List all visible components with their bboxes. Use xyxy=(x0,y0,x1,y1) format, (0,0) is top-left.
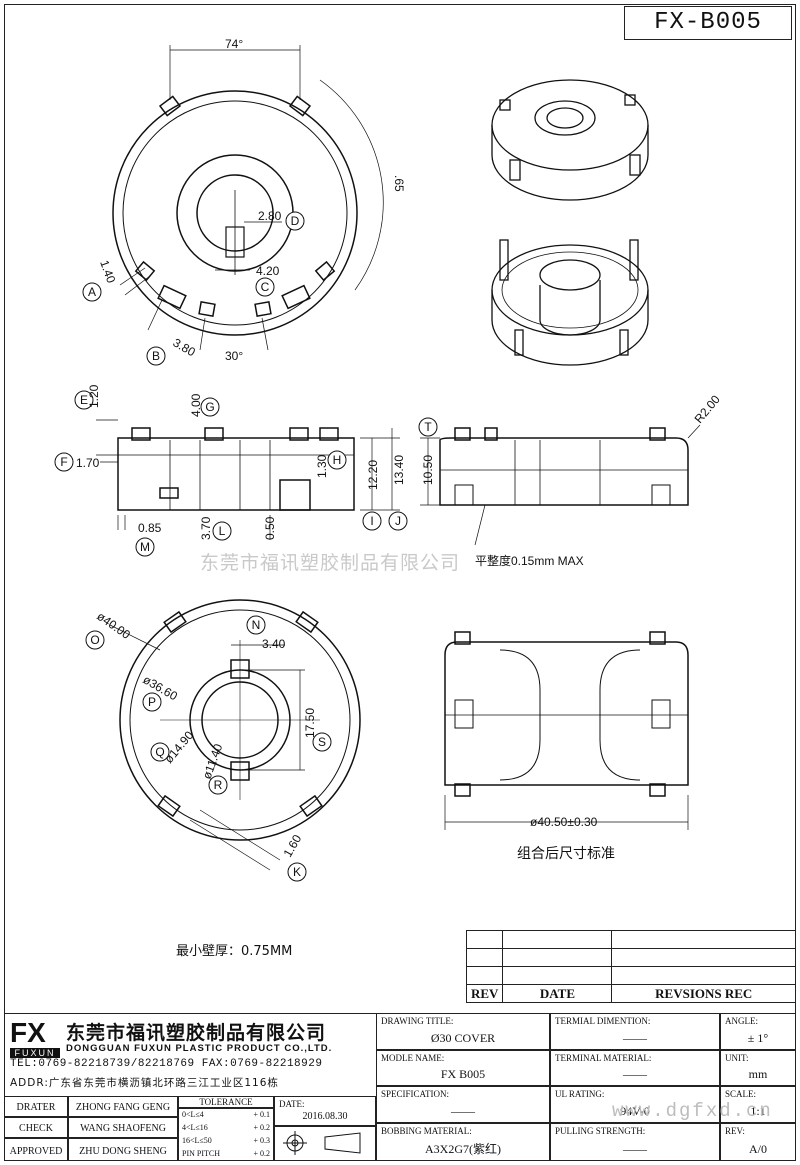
dim-h: 1.30 xyxy=(315,454,329,478)
right-side-view xyxy=(420,424,701,546)
flatness-note: 平整度0.15mm MAX xyxy=(475,553,584,568)
dim-assembly: ø40.50±0.30 xyxy=(530,815,598,829)
callout-d: D xyxy=(291,214,300,228)
pulling-strength-cell: PULLING STRENGTH:—— xyxy=(550,1123,720,1161)
side-view xyxy=(96,419,400,540)
drawing-number: FX-B005 xyxy=(624,6,792,40)
dimension-values: 74° .65 2.80 4.20 1.40 3.80 30° 1.20 4.0… xyxy=(76,37,723,860)
dim-g: 4.00 xyxy=(189,393,203,417)
rev-cell: REV:A/0 xyxy=(720,1123,796,1161)
callout-s: S xyxy=(318,735,326,749)
check-cell: WANG SHAOFENG xyxy=(68,1117,178,1138)
dim-l: 3.70 xyxy=(199,516,213,540)
dim-radius-right: .65 xyxy=(392,175,406,192)
callout-k: K xyxy=(293,865,301,879)
dim-e: 1.20 xyxy=(87,384,101,408)
company-address: ADDR:广东省东莞市横沥镇北环路三江工业区116栋 xyxy=(10,1077,279,1089)
callout-letters: A B C D E F G H I J K L M N O P Q R S T xyxy=(60,214,432,879)
dim-radius: R2.00 xyxy=(692,392,724,426)
callout-b: B xyxy=(152,349,160,363)
callout-q: Q xyxy=(155,745,164,759)
dim-j: 13.40 xyxy=(392,455,406,485)
site-watermark: www.dgfxd.cn xyxy=(612,1100,773,1122)
callout-f: F xyxy=(60,455,67,469)
dim-s: 17.50 xyxy=(303,708,317,738)
assembly-caption: 组合后尺寸标准 xyxy=(517,846,615,862)
angle-cell: ANGLE:± 1° xyxy=(720,1013,796,1050)
dim-b: 3.80 xyxy=(171,335,199,359)
company-logo: FX FUXUN xyxy=(10,1018,62,1062)
rev-header: REV xyxy=(465,984,504,1003)
dim-a: 1.40 xyxy=(97,258,118,285)
callout-g: G xyxy=(205,400,214,414)
dim-m: 0.85 xyxy=(138,521,162,535)
callout-l: L xyxy=(219,524,226,538)
dim-r: ø11.40 xyxy=(200,742,226,781)
check-label-cell: CHECK xyxy=(4,1117,68,1138)
dim-angle-top: 74° xyxy=(225,37,243,51)
callout-n: N xyxy=(252,618,261,632)
callout-t: T xyxy=(424,420,432,434)
company-name-en: DONGGUAN FUXUN PLASTIC PRODUCT CO.,LTD. xyxy=(66,1043,333,1054)
projection-symbol xyxy=(274,1126,376,1161)
tolerance-title: TOLERANCE xyxy=(178,1096,274,1108)
callout-p: P xyxy=(148,695,156,709)
module-name-cell: MODLE NAME:FX B005 xyxy=(376,1050,550,1086)
specification-cell: SPECIFICATION:—— xyxy=(376,1086,550,1123)
dim-angle-bottom: 30° xyxy=(225,349,243,363)
callout-o: O xyxy=(90,633,99,647)
dim-n: 3.40 xyxy=(262,637,286,651)
isometric-view-bottom xyxy=(491,239,649,366)
assembly-view xyxy=(444,631,689,830)
dim-k2: 1.60 xyxy=(280,832,304,860)
terminal-dimention-cell: TERMIAL DIMENTION:—— xyxy=(550,1013,720,1050)
drater-cell: ZHONG FANG GENG xyxy=(68,1096,178,1117)
min-wall-note: 最小壁厚：0.75MM xyxy=(176,944,293,959)
bobbin-material-cell: BOBBING MATERIAL:A3X2G7(紫红) xyxy=(376,1123,550,1161)
tolerance-table: 0<L≤4+ 0.1 4<L≤16+ 0.2 16<L≤50+ 0.3 PIN … xyxy=(178,1108,274,1161)
revision-table: REV DATE REVSIONS REC xyxy=(465,930,796,1003)
date-cell: DATE:2016.08.30 xyxy=(274,1096,376,1126)
top-view xyxy=(112,45,384,351)
callout-e: E xyxy=(80,393,88,407)
callout-h: H xyxy=(333,453,342,467)
dim-t: 10.50 xyxy=(421,455,435,485)
drater-label-cell: DRATER xyxy=(4,1096,68,1117)
company-name-cn: 东莞市福讯塑胶制品有限公司 xyxy=(66,1022,327,1044)
drawing-canvas: A B C D E F G H I J K L M N O P Q R S T … xyxy=(54,37,723,882)
dim-i: 12.20 xyxy=(366,460,380,490)
ul-rating-cell: UL RATING:94V-0 xyxy=(550,1086,720,1123)
revisions-header: REVSIONS REC xyxy=(611,984,796,1003)
callout-i: I xyxy=(370,514,373,528)
callout-r: R xyxy=(214,778,223,792)
bottom-view xyxy=(109,599,361,871)
callout-circles xyxy=(54,211,438,882)
date-header: DATE xyxy=(502,984,613,1003)
isometric-view-top xyxy=(491,79,649,201)
dim-k: 0.50 xyxy=(263,516,277,540)
callout-j: J xyxy=(395,514,401,528)
approved-label-cell: APPROVED xyxy=(4,1138,68,1161)
terminal-material-cell: TERMINAL MATERIAL:—— xyxy=(550,1050,720,1086)
approved-cell: ZHU DONG SHENG xyxy=(68,1138,178,1161)
company-watermark: 东莞市福讯塑胶制品有限公司 xyxy=(200,552,461,574)
company-tel: TEL:0769-82218739/82218769 FAX:0769-8221… xyxy=(10,1058,323,1070)
dim-c: 4.20 xyxy=(256,264,280,278)
dim-f: 1.70 xyxy=(76,456,100,470)
unit-cell: UNIT:mm xyxy=(720,1050,796,1086)
callout-a: A xyxy=(88,285,96,299)
callout-c: C xyxy=(261,280,270,294)
scale-cell: SCALE:1:1 xyxy=(720,1086,796,1123)
projection-icon xyxy=(283,1131,361,1155)
dim-d: 2.80 xyxy=(258,209,282,223)
callout-m: M xyxy=(140,540,150,554)
drawing-title-cell: DRAWING TITLE:Ø30 COVER xyxy=(376,1013,550,1050)
